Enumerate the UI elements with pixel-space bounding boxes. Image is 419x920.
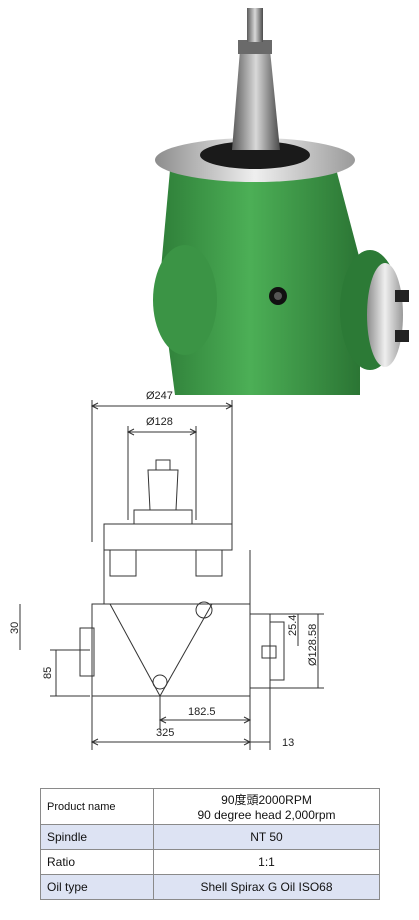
technical-drawing: Ø247 Ø128 30 85 25.4 Ø128.58 182.5: [9, 390, 324, 750]
dim-25-4: 25.4: [287, 615, 299, 636]
value-product-line1: 90度頭2000RPM: [221, 793, 312, 807]
pull-stud: [247, 8, 263, 42]
dim-85: 85: [42, 667, 54, 679]
value-product-line2: 90 degree head 2,000rpm: [197, 808, 336, 822]
value-oil: Shell Spirax G Oil ISO68: [153, 874, 380, 900]
right-face: [367, 263, 403, 367]
dim-d128-58: Ø128.58: [307, 624, 319, 666]
label-spindle: Spindle: [40, 824, 154, 850]
label-ratio: Ratio: [40, 849, 154, 875]
head-body: [160, 165, 360, 395]
product-photo: [153, 8, 409, 395]
value-ratio: 1:1: [153, 849, 380, 875]
label-product: Product name: [40, 788, 154, 825]
right-bolt-2: [395, 330, 409, 342]
dim-d247: Ø247: [146, 390, 173, 402]
spec-table: Product name 90度頭2000RPM 90 degree head …: [40, 788, 380, 900]
row-ratio: Ratio 1:1: [40, 849, 380, 875]
value-product: 90度頭2000RPM 90 degree head 2,000rpm: [153, 788, 380, 825]
row-product: Product name 90度頭2000RPM 90 degree head …: [40, 788, 380, 825]
right-bolt: [395, 290, 409, 302]
left-housing: [153, 245, 217, 355]
value-spindle: NT 50: [153, 824, 380, 850]
top-ring-inner: [200, 141, 310, 169]
label-oil: Oil type: [40, 874, 154, 900]
dim-30: 30: [9, 622, 21, 634]
dim-d128: Ø128: [146, 416, 173, 428]
spindle-collar: [238, 40, 272, 54]
row-oil: Oil type Shell Spirax G Oil ISO68: [40, 874, 380, 900]
dim-182-5: 182.5: [188, 706, 216, 718]
dim-13: 13: [282, 737, 294, 749]
row-spindle: Spindle NT 50: [40, 824, 380, 850]
dim-325: 325: [156, 727, 174, 739]
spindle-cone: [232, 50, 280, 150]
